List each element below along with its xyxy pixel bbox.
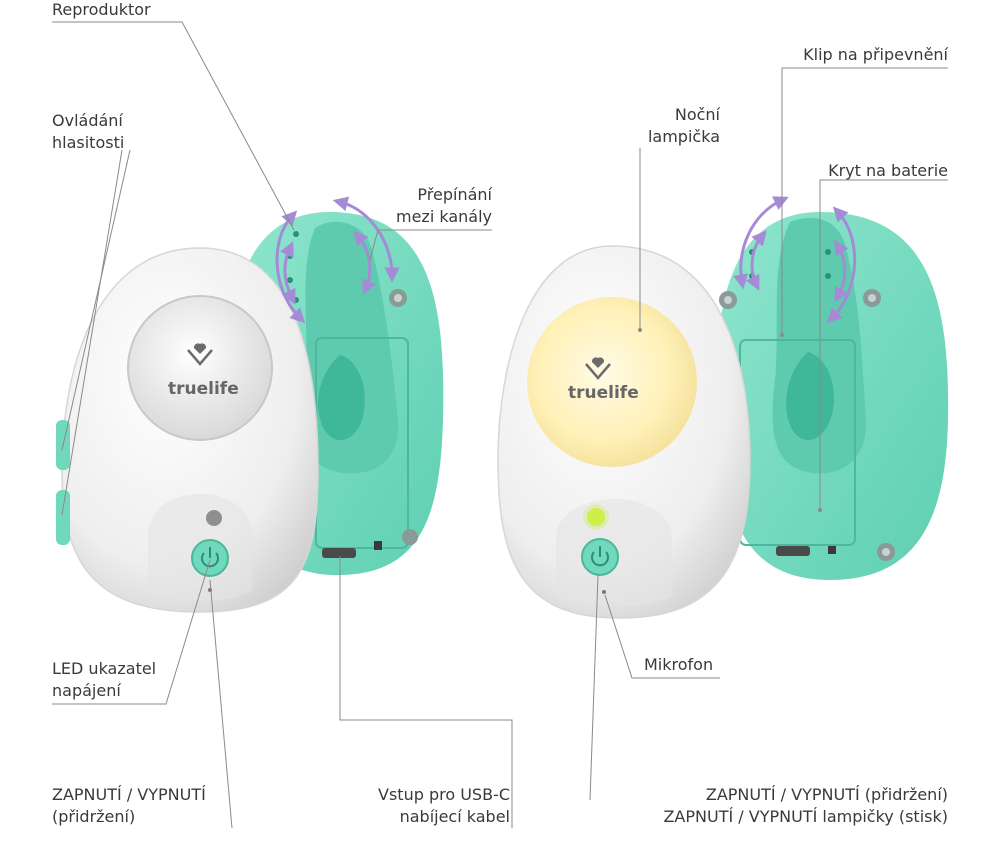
brand-label-left: truelife bbox=[168, 379, 239, 399]
night-light-icon bbox=[527, 297, 697, 467]
label-led-2: napájení bbox=[52, 681, 121, 700]
label-night-1: Noční bbox=[674, 105, 720, 124]
label-power-1: ZAPNUTÍ / VYPNUTÍ bbox=[52, 785, 206, 804]
speaker-grille bbox=[127, 295, 273, 441]
label-mic: Mikrofon bbox=[644, 655, 714, 674]
label-led-1: LED ukazatel bbox=[52, 659, 157, 678]
label-channels-2: mezi kanály bbox=[395, 207, 492, 226]
label-power-right-1: ZAPNUTÍ / VYPNUTÍ (přidržení) bbox=[705, 785, 948, 804]
label-channels-1: Přepínání bbox=[417, 185, 492, 204]
label-night-2: lampička bbox=[647, 127, 720, 146]
right-front-unit bbox=[497, 245, 751, 619]
brand-label-right: truelife bbox=[568, 383, 639, 403]
label-usb-2: nabíjecí kabel bbox=[399, 807, 510, 826]
usb-port-icon bbox=[322, 548, 356, 558]
leader-dots bbox=[638, 328, 822, 512]
led-indicator-icon bbox=[206, 510, 222, 526]
label-power-right-2: ZAPNUTÍ / VYPNUTÍ lampičky (stisk) bbox=[663, 807, 948, 826]
volume-down-icon bbox=[56, 490, 70, 545]
right-channel-arrows-icon bbox=[733, 196, 856, 324]
label-battery: Kryt na baterie bbox=[828, 161, 948, 180]
leader-lines bbox=[52, 21, 948, 829]
label-power-2: (přidržení) bbox=[52, 807, 136, 826]
led-indicator-on-icon bbox=[587, 508, 605, 526]
label-usb-1: Vstup pro USB-C bbox=[378, 785, 510, 804]
truelife-logo-icon bbox=[187, 343, 213, 366]
label-speaker: Reproduktor bbox=[52, 0, 151, 19]
label-clip: Klip na připevnění bbox=[803, 45, 948, 64]
label-volume-1: Ovládání bbox=[52, 111, 123, 130]
label-volume-2: hlasitosti bbox=[52, 133, 125, 152]
truelife-logo-icon-right bbox=[585, 357, 611, 380]
left-front-unit bbox=[56, 247, 319, 613]
